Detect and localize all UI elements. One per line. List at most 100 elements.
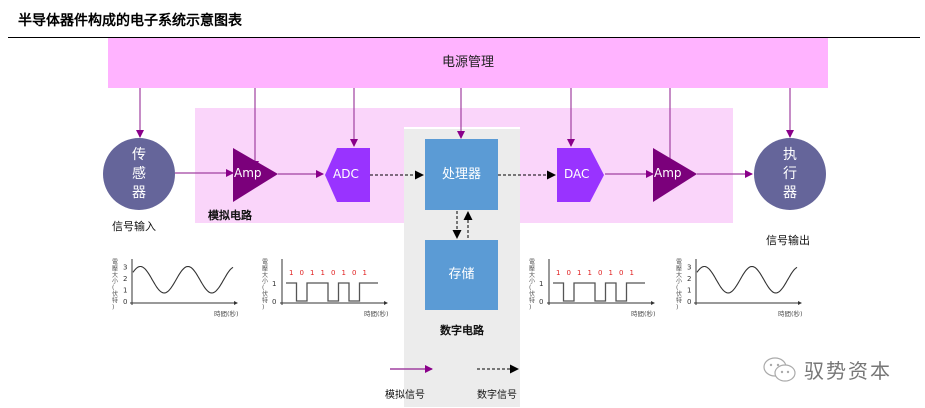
y-axis-label-char: 大	[676, 271, 682, 279]
x-axis-label: 時間(秒)	[778, 309, 803, 318]
watermark-text: 驭势资本	[804, 359, 892, 383]
sensor-node: 传 感 器	[103, 138, 175, 210]
y-tick-label: 3	[687, 264, 691, 272]
amp-in-label: Amp	[234, 166, 262, 180]
memory-block: 存储	[425, 240, 498, 310]
x-axis-label: 時間(秒)	[364, 309, 389, 318]
title-divider	[8, 37, 920, 38]
y-axis-label-char: 伏	[676, 290, 682, 298]
y-axis-label-char: 電	[676, 259, 682, 266]
sensor-char: 感	[132, 165, 146, 182]
x-axis-arrow	[798, 301, 802, 305]
bit-label: 0	[598, 269, 602, 277]
y-tick-label: 1	[687, 287, 691, 295]
bit-label: 1	[310, 269, 314, 277]
y-axis-label-char: (	[112, 285, 114, 292]
bit-label: 1	[577, 269, 581, 277]
legend-analog-label: 模拟信号	[385, 390, 425, 401]
y-axis-label-char: (	[529, 285, 531, 292]
digital-circuit-label: 数字电路	[440, 324, 484, 337]
amp-out-shape	[653, 148, 697, 202]
y-axis-label-char: 壓	[676, 265, 682, 272]
bit-label: 0	[352, 269, 356, 277]
bit-label: 1	[289, 269, 293, 277]
digital-wave-line	[553, 282, 645, 302]
signal-input-label: 信号输入	[112, 220, 156, 233]
bit-label: 1	[556, 269, 560, 277]
y-axis-label-char: (	[676, 285, 678, 292]
x-axis-arrow	[651, 301, 655, 305]
y-tick-label: 0	[687, 298, 691, 306]
y-axis-label-char: 電	[112, 259, 118, 266]
sensor-char: 传	[132, 146, 146, 163]
x-axis-arrow	[384, 301, 388, 305]
amp-in-shape	[233, 148, 278, 202]
y-axis-label-char: 伏	[529, 290, 535, 298]
y-axis-label-char: )	[262, 304, 264, 311]
analog-wave-line	[132, 265, 234, 294]
y-axis-label-char: 壓	[112, 265, 118, 272]
signal-output-label: 信号输出	[766, 234, 810, 247]
bit-label: 0	[619, 269, 623, 277]
actuator-char: 执	[783, 146, 797, 163]
y-tick-label: 0	[539, 298, 543, 306]
y-axis-label-char: 小	[262, 277, 268, 285]
y-axis-label-char: 特	[529, 296, 535, 304]
y-axis-label-char: )	[676, 304, 678, 311]
y-tick-label: 1	[123, 287, 127, 295]
y-axis-label-char: 壓	[262, 265, 268, 272]
y-tick-label: 0	[272, 298, 276, 306]
x-axis-arrow	[234, 301, 238, 305]
y-axis-label-char: 大	[529, 271, 535, 279]
legend-digital-label: 数字信号	[477, 390, 517, 401]
y-axis-label-char: )	[112, 304, 114, 311]
actuator-node: 执 行 器	[754, 138, 826, 210]
y-axis-label-char: 小	[676, 277, 682, 285]
analog-circuit-label: 模拟电路	[208, 209, 252, 222]
actuator-char: 行	[783, 165, 797, 182]
watermark: 驭势资本	[762, 355, 892, 384]
bit-label: 1	[342, 269, 346, 277]
y-tick-label: 1	[272, 280, 276, 288]
y-tick-label: 2	[123, 275, 127, 283]
power-feed-lines	[136, 88, 794, 169]
bit-label: 0	[300, 269, 304, 277]
page-title: 半导体器件构成的电子系统示意图表	[18, 13, 242, 29]
bit-label: 0	[567, 269, 571, 277]
bit-label: 0	[331, 269, 335, 277]
y-axis-label-char: 伏	[112, 290, 118, 298]
x-axis-label: 時間(秒)	[631, 309, 656, 318]
digital-wave-line	[286, 282, 378, 302]
amp-out-label: Amp	[654, 166, 682, 180]
y-axis-label-char: 特	[262, 296, 268, 304]
y-tick-label: 1	[539, 280, 543, 288]
y-axis-label-char: 大	[262, 271, 268, 279]
adc-label: ADC	[333, 167, 359, 181]
y-tick-label: 0	[123, 298, 127, 306]
dac-shape	[557, 148, 604, 202]
y-axis-label-char: 大	[112, 271, 118, 279]
actuator-char: 器	[783, 184, 797, 201]
y-axis-label-char: 電	[529, 259, 535, 266]
bit-label: 1	[609, 269, 613, 277]
wechat-icon	[763, 356, 796, 382]
y-tick-label: 3	[123, 264, 127, 272]
sensor-char: 器	[132, 184, 146, 201]
bit-label: 1	[630, 269, 634, 277]
analog-wave-line	[696, 265, 798, 294]
y-tick-label: 2	[687, 275, 691, 283]
y-axis-label-char: 壓	[529, 265, 535, 272]
bit-label: 1	[588, 269, 592, 277]
y-axis-label-char: (	[262, 285, 264, 292]
y-axis-label-char: 小	[112, 277, 118, 285]
y-axis-label-char: 特	[112, 296, 118, 304]
x-axis-label: 時間(秒)	[214, 309, 239, 318]
y-axis-label-char: 伏	[262, 290, 268, 298]
